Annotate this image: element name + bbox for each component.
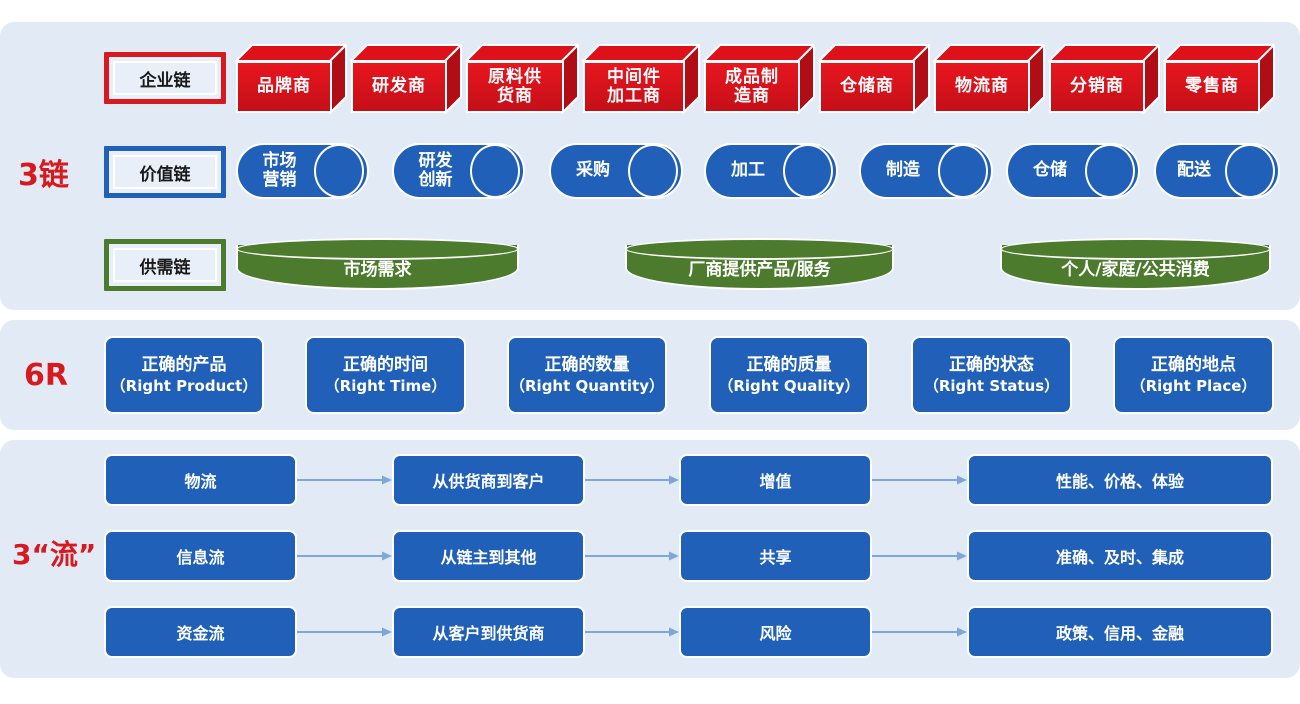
value-chain-node-label: 采购 (576, 160, 610, 181)
supply-demand-chain-node[interactable]: 个人/家庭/公共消费 (1000, 238, 1271, 290)
cylinder-cap (314, 144, 364, 198)
enterprise-chain-node[interactable]: 原料供货商 (465, 43, 579, 114)
value-chain-node-label: 市场营销 (262, 150, 297, 190)
cylinder-lid (1000, 238, 1271, 260)
cylinder-cap (938, 144, 988, 198)
value-chain-node-label: 加工 (731, 160, 765, 181)
section-label-three-chains: 3链 (18, 158, 69, 193)
flow-box-attributes[interactable]: 准确、及时、集成 (967, 530, 1273, 582)
enterprise-chain-node[interactable]: 零售商 (1163, 43, 1275, 114)
plate-enterprise-chain: 企业链 (104, 52, 226, 104)
supply-demand-chain-node-label: 厂商提供产品/服务 (688, 260, 831, 280)
flow-box-name[interactable]: 物流 (104, 454, 297, 506)
section-label-six-r: 6R (24, 358, 68, 393)
six-r-card-en: （Right Status） (923, 376, 1060, 395)
flow-box-effect[interactable]: 增值 (679, 454, 872, 506)
cylinder-lid (236, 238, 519, 260)
flow-arrow (872, 475, 967, 485)
flow-box-effect[interactable]: 风险 (679, 606, 872, 658)
flow-arrow (297, 551, 392, 561)
six-r-card-en: （Right Place） (1130, 376, 1257, 395)
value-chain-node-label: 制造 (886, 160, 920, 181)
enterprise-chain-node-label: 品牌商 (236, 61, 332, 113)
six-r-card-en: （Right Quantity） (510, 376, 664, 395)
plate-supply-demand-chain-label: 供需链 (139, 257, 191, 278)
enterprise-chain-node[interactable]: 中间件加工商 (582, 43, 700, 114)
flow-arrow (585, 551, 679, 561)
enterprise-chain-node-label: 成品制造商 (704, 61, 800, 113)
six-r-card[interactable]: 正确的产品（Right Product） (104, 336, 264, 414)
cylinder-cap (1225, 144, 1275, 198)
plate-value-chain-label: 价值链 (139, 164, 191, 185)
value-chain-node[interactable]: 研发创新 (392, 143, 525, 199)
enterprise-chain-node-label: 中间件加工商 (583, 61, 685, 113)
six-r-card[interactable]: 正确的时间（Right Time） (305, 336, 466, 414)
six-r-card-cn: 正确的质量 (746, 354, 832, 375)
six-r-card-cn: 正确的时间 (343, 354, 428, 375)
six-r-card-cn: 正确的地点 (1151, 354, 1236, 375)
cylinder-cap (783, 144, 833, 198)
flow-arrow (297, 475, 392, 485)
flow-arrow (585, 627, 679, 637)
flow-box-direction[interactable]: 从供货商到客户 (392, 454, 585, 506)
enterprise-chain-node[interactable]: 仓储商 (818, 43, 930, 114)
supply-demand-chain-node[interactable]: 厂商提供产品/服务 (625, 238, 894, 290)
section-label-three-flows: 3“流” (12, 538, 97, 571)
enterprise-chain-node-label: 零售商 (1164, 61, 1260, 113)
value-chain-node[interactable]: 制造 (859, 143, 993, 199)
flow-box-attributes[interactable]: 政策、信用、金融 (967, 606, 1273, 658)
enterprise-chain-node[interactable]: 品牌商 (235, 43, 347, 114)
enterprise-chain-node-label: 物流商 (934, 61, 1030, 113)
value-chain-node-label: 仓储 (1033, 160, 1067, 181)
six-r-card-en: （Right Time） (324, 376, 447, 395)
cylinder-cap (628, 144, 678, 198)
six-r-card-cn: 正确的产品 (141, 354, 227, 375)
enterprise-chain-node[interactable]: 研发商 (350, 43, 462, 114)
enterprise-chain-node-label: 原料供货商 (466, 61, 564, 113)
value-chain-node[interactable]: 仓储 (1006, 143, 1140, 199)
value-chain-node[interactable]: 配送 (1154, 143, 1280, 199)
six-r-card-cn: 正确的状态 (949, 354, 1034, 375)
flow-box-direction[interactable]: 从链主到其他 (392, 530, 585, 582)
value-chain-node-label: 配送 (1177, 160, 1211, 181)
flow-box-name[interactable]: 信息流 (104, 530, 297, 582)
flow-box-direction[interactable]: 从客户到供货商 (392, 606, 585, 658)
plate-supply-demand-chain: 供需链 (104, 239, 226, 291)
value-chain-node[interactable]: 加工 (704, 143, 838, 199)
enterprise-chain-node-label: 分销商 (1049, 61, 1145, 113)
six-r-card[interactable]: 正确的地点（Right Place） (1113, 336, 1274, 414)
six-r-card-en: （Right Product） (110, 376, 258, 395)
enterprise-chain-node[interactable]: 物流商 (933, 43, 1045, 114)
enterprise-chain-node-label: 研发商 (351, 61, 447, 113)
plate-value-chain: 价值链 (104, 146, 226, 198)
flow-arrow (872, 627, 967, 637)
flow-box-name[interactable]: 资金流 (104, 606, 297, 658)
cylinder-lid (625, 238, 894, 260)
supply-demand-chain-node[interactable]: 市场需求 (236, 238, 519, 290)
six-r-card[interactable]: 正确的状态（Right Status） (911, 336, 1072, 414)
six-r-card-en: （Right Quality） (718, 376, 860, 395)
cylinder-cap (470, 144, 520, 198)
flow-arrow (872, 551, 967, 561)
supply-demand-chain-node-label: 个人/家庭/公共消费 (1061, 260, 1210, 280)
value-chain-node[interactable]: 采购 (549, 143, 683, 199)
cylinder-cap (1085, 144, 1135, 198)
enterprise-chain-node[interactable]: 成品制造商 (703, 43, 815, 114)
plate-enterprise-chain-label: 企业链 (139, 70, 191, 91)
enterprise-chain-node-label: 仓储商 (819, 61, 915, 113)
value-chain-node[interactable]: 市场营销 (236, 143, 369, 199)
flow-arrow (585, 475, 679, 485)
flow-box-attributes[interactable]: 性能、价格、体验 (967, 454, 1273, 506)
six-r-card-cn: 正确的数量 (544, 354, 630, 375)
six-r-card[interactable]: 正确的质量（Right Quality） (709, 336, 869, 414)
flow-box-effect[interactable]: 共享 (679, 530, 872, 582)
supply-demand-chain-node-label: 市场需求 (343, 260, 412, 280)
enterprise-chain-node[interactable]: 分销商 (1048, 43, 1160, 114)
six-r-card[interactable]: 正确的数量（Right Quantity） (507, 336, 667, 414)
flow-arrow (297, 627, 392, 637)
value-chain-node-label: 研发创新 (418, 150, 453, 190)
